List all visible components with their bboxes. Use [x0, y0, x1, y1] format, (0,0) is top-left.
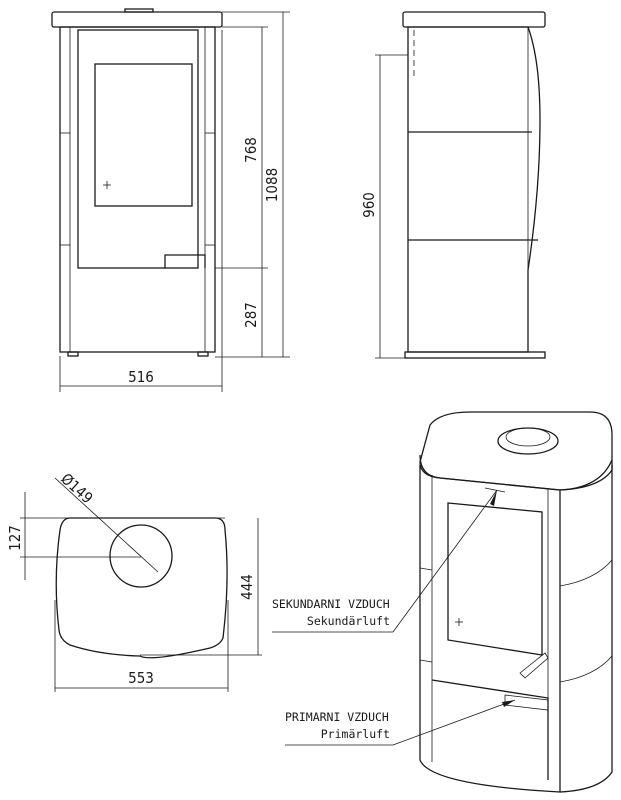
- top-dim-149: Ø149: [57, 470, 96, 508]
- side-view: 960: [360, 11, 546, 359]
- top-view: Ø149 127 444 553: [6, 470, 262, 692]
- top-dim-127: 127: [6, 525, 24, 551]
- side-dim-960: 960: [360, 192, 378, 218]
- top-dim-444: 444: [238, 574, 256, 600]
- perspective-view: [419, 411, 613, 793]
- air-labels: SEKUNDARNI VZDUCH Sekundärluft PRIMARNI …: [272, 489, 516, 746]
- front-dim-516: 516: [128, 368, 154, 386]
- secondary-air-label-cz: SEKUNDARNI VZDUCH: [272, 597, 390, 611]
- front-dim-768: 768: [242, 137, 260, 163]
- front-dim-287: 287: [242, 302, 260, 328]
- secondary-air-label-de: Sekundärluft: [307, 614, 390, 628]
- primary-air-label-de: Primärluft: [321, 727, 390, 741]
- front-view: 768 1088 287 516: [51, 8, 290, 392]
- front-dim-1088: 1088: [263, 168, 281, 202]
- top-dim-553: 553: [128, 669, 154, 687]
- primary-air-label-cz: PRIMARNI VZDUCH: [285, 710, 389, 724]
